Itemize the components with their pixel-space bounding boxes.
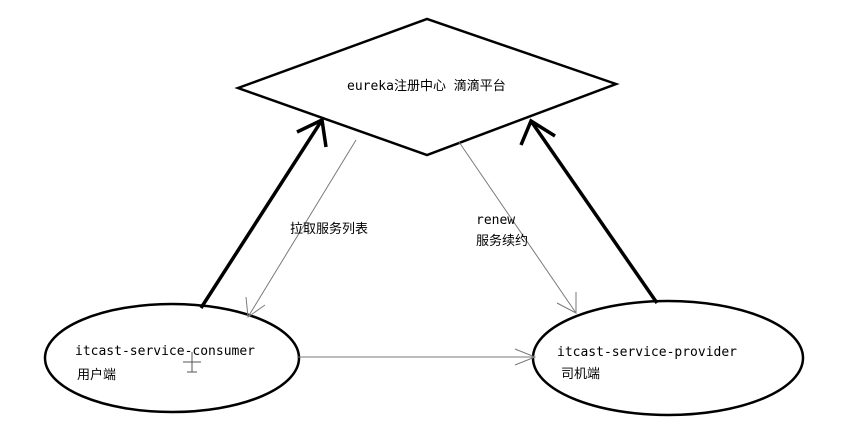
provider-name-label: itcast-service-provider — [557, 345, 737, 360]
renew-label-line2: 服务续约 — [476, 233, 528, 249]
cursor-crosshair-icon — [183, 352, 201, 373]
renew-arrow — [458, 141, 577, 314]
pull-list-label: 拉取服务列表 — [290, 221, 368, 237]
registry-label: eureka注册中心 滴滴平台 — [347, 78, 506, 94]
provider-register-arrow — [519, 118, 659, 304]
consumer-to-provider-arrow — [297, 348, 537, 366]
pull-list-arrow — [245, 139, 357, 318]
registry-diamond — [234, 17, 620, 157]
provider-role-label: 司机端 — [561, 367, 600, 382]
consumer-role-label: 用户端 — [77, 367, 116, 383]
consumer-ellipse — [43, 302, 301, 414]
consumer-register-arrow — [199, 117, 328, 309]
consumer-name-label: itcast-service-consumer — [75, 344, 255, 359]
renew-label-line1: renew — [476, 213, 515, 228]
